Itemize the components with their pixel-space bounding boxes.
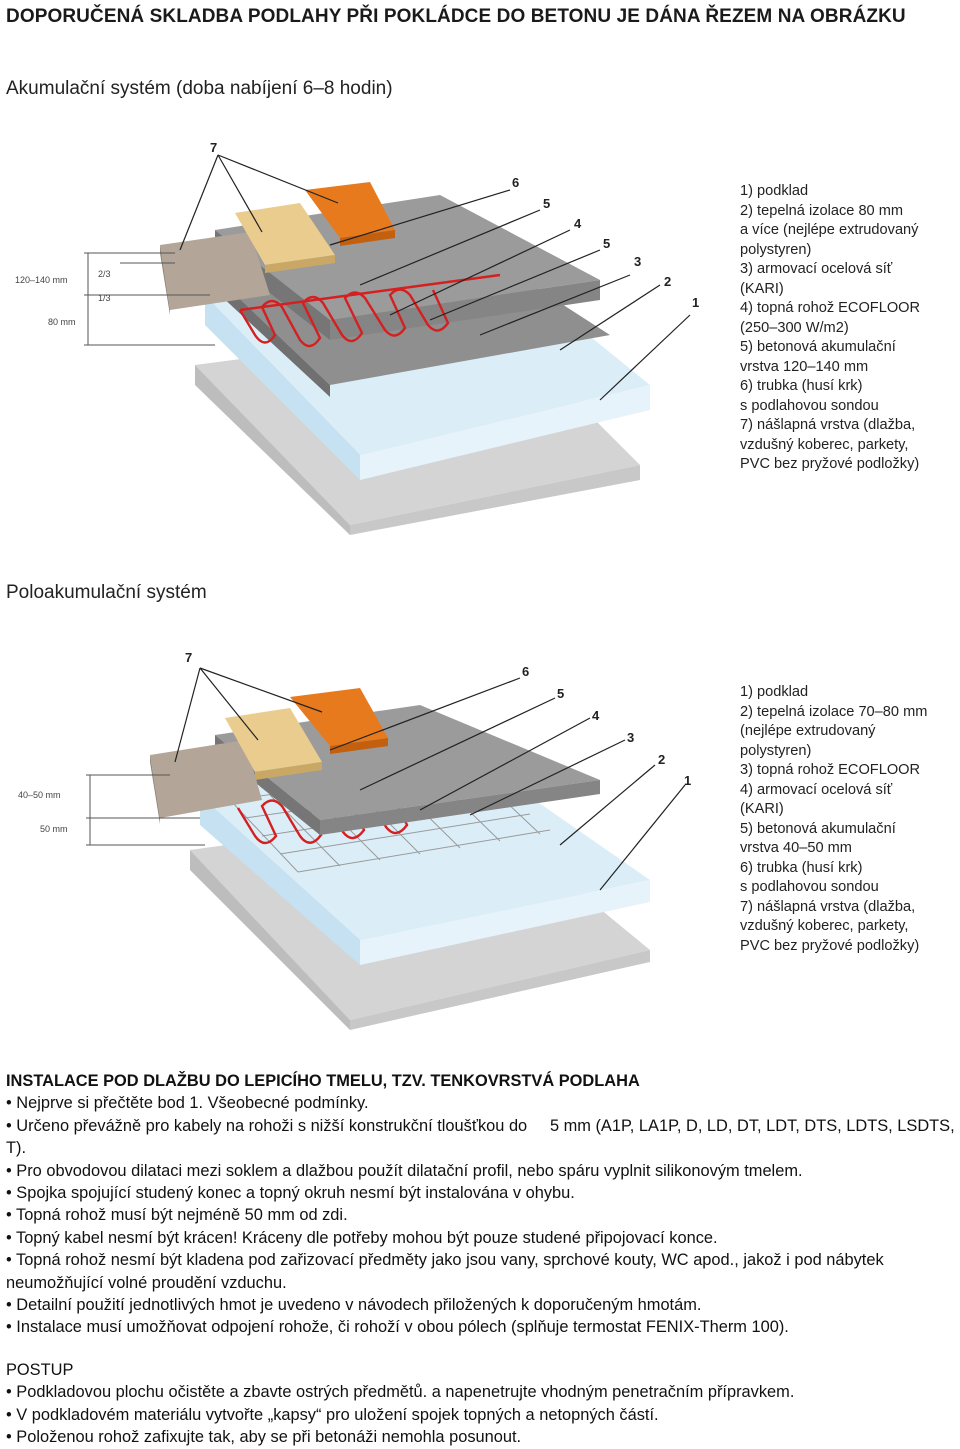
dim-label-ratio-top: 2/3 <box>98 269 111 279</box>
floor-section-diagram-2: 7 6 5 4 3 2 1 40–50 mm 50 mm <box>18 650 691 1030</box>
page-title: DOPORUČENÁ SKLADBA PODLAHY PŘI POKLÁDCE … <box>6 6 906 27</box>
legend-line: (KARI) <box>740 801 784 817</box>
legend-line: polystyren) <box>740 742 812 759</box>
legend-line: 4) topná rohož ECOFLOOR <box>740 300 921 316</box>
callout-5: 5 <box>543 196 550 211</box>
callout-1: 1 <box>692 295 699 310</box>
callout-5: 5 <box>557 686 564 701</box>
layer-concrete <box>215 705 600 820</box>
layer-base-side <box>195 365 350 535</box>
legend-line: 4) armovací ocelová síť <box>740 781 893 798</box>
dim-label-concrete: 40–50 mm <box>18 790 61 800</box>
legend-poloakumulacni: 1) podklad 2) tepelná izolace 70–80 mm (… <box>740 683 927 956</box>
instruction-item: • Určeno převážně pro kabely na rohoži s… <box>6 1116 959 1158</box>
instruction-item: • Topná rohož nesmí být kladena pod zaři… <box>6 1251 884 1292</box>
legend-line: 6) trubka (husí krk) <box>740 378 863 394</box>
heating-cable <box>238 273 501 348</box>
finish-tile <box>305 182 395 238</box>
callout-2: 2 <box>664 274 671 289</box>
finish-parquet <box>235 203 335 265</box>
legend-line: vzdušný koberec, parkety, <box>740 918 909 934</box>
instructions-block: INSTALACE POD DLAŽBU DO LEPICÍHO TMELU, … <box>6 1070 956 1449</box>
legend-line: 3) armovací ocelová síť <box>740 261 893 277</box>
section-heading-poloakumulacni: Poloakumulační systém <box>6 582 207 603</box>
finish-tile <box>290 688 388 746</box>
legend-line: 5) betonová akumulační <box>740 820 896 837</box>
legend-line: PVC bez pryžové podložky) <box>740 937 920 954</box>
legend-line: s podlahovou sondou <box>740 397 879 414</box>
legend-line: s podlahovou sondou <box>740 879 879 895</box>
legend-line: 1) podklad <box>740 684 809 700</box>
legend-line: 6) trubka (husí krk) <box>740 859 863 876</box>
legend-akumulacni: 1) podklad 2) tepelná izolace 80 mm a ví… <box>740 182 920 475</box>
legend-line: 5) betonová akumulační <box>740 339 896 355</box>
legend-line: (250–300 W/m2) <box>740 319 849 336</box>
legend-line: 2) tepelná izolace 70–80 mm <box>740 703 928 720</box>
instruction-item: • Instalace musí umožňovat odpojení roho… <box>6 1318 789 1337</box>
finish-carpet <box>160 232 270 310</box>
instruction-item: • Pro obvodovou dilataci mezi soklem a d… <box>6 1161 803 1180</box>
dim-label-insulation: 50 mm <box>40 824 68 834</box>
callout-4: 4 <box>574 216 582 231</box>
callout-7: 7 <box>185 650 192 665</box>
instruction-item: • Nejprve si přečtěte bod 1. Všeobecné p… <box>6 1094 369 1113</box>
dim-label-insulation: 80 mm <box>48 317 76 327</box>
callout-2: 2 <box>658 752 665 767</box>
finish-carpet <box>150 740 262 818</box>
callout-6: 6 <box>522 664 529 679</box>
postup-item: • Položenou rohož zafixujte tak, aby se … <box>6 1428 522 1447</box>
instruction-item: • Topná rohož musí být nejméně 50 mm od … <box>6 1206 348 1225</box>
dim-label-ratio-bottom: 1/3 <box>98 293 111 303</box>
legend-line: (KARI) <box>740 280 784 297</box>
callout-4: 4 <box>592 708 600 723</box>
dim-label-thickness: 120–140 mm <box>15 275 68 285</box>
callout-6: 6 <box>512 175 519 190</box>
legend-line: (nejlépe extrudovaný <box>740 723 876 739</box>
legend-line: PVC bez pryžové podložky) <box>740 456 920 472</box>
section-heading-akumulacni: Akumulační systém (doba nabíjení 6–8 hod… <box>6 78 393 99</box>
callout-5b: 5 <box>603 236 610 251</box>
postup-item: • Podkladovou plochu očistěte a zbavte o… <box>6 1383 795 1402</box>
postup-heading: POSTUP <box>6 1360 74 1379</box>
legend-line: polystyren) <box>740 241 812 258</box>
callout-3: 3 <box>634 254 641 269</box>
floor-section-diagram-1: 7 6 5 4 5 3 2 1 120–140 mm 80 mm 2/3 1/3 <box>15 140 699 535</box>
callout-7: 7 <box>210 140 217 155</box>
instruction-item: • Detailní použití jednotlivých hmot je … <box>6 1296 702 1315</box>
callout-3: 3 <box>627 730 634 745</box>
instruction-item: • Topný kabel nesmí být krácen! Kráceny … <box>6 1228 718 1247</box>
legend-line: 7) nášlapná vrstva (dlažba, <box>740 898 916 915</box>
legend-line: 2) tepelná izolace 80 mm <box>740 202 904 219</box>
postup-item: • V podkladovém materiálu vytvořte „kaps… <box>6 1405 659 1424</box>
legend-line: vrstva 40–50 mm <box>740 840 852 856</box>
callout-1: 1 <box>684 773 691 788</box>
legend-line: 7) nášlapná vrstva (dlažba, <box>740 417 916 433</box>
legend-line: 3) topná rohož ECOFLOOR <box>740 762 921 778</box>
legend-line: vzdušný koberec, parkety, <box>740 436 909 453</box>
legend-line: 1) podklad <box>740 183 809 199</box>
instruction-item: • Spojka spojující studený konec a topný… <box>6 1184 575 1203</box>
legend-line: vrstva 120–140 mm <box>740 358 869 375</box>
finish-parquet <box>225 708 322 772</box>
legend-line: a více (nejlépe extrudovaný <box>740 222 919 238</box>
instructions-heading: INSTALACE POD DLAŽBU DO LEPICÍHO TMELU, … <box>6 1072 640 1090</box>
